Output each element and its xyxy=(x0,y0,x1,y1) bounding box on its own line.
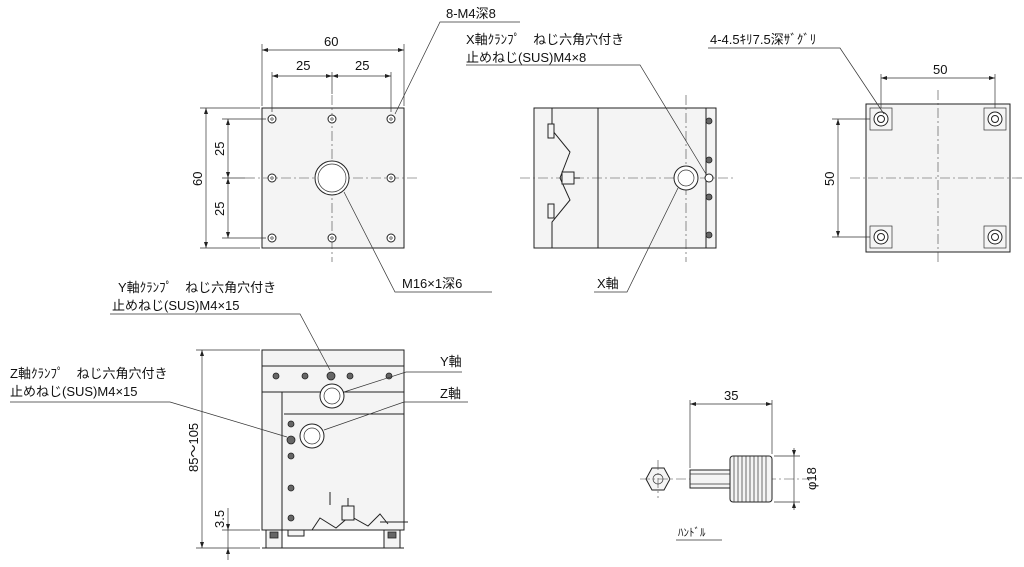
dim-left-lower: 25 xyxy=(212,202,227,216)
handle-view: 35 φ18 ﾊﾝﾄﾞﾙ xyxy=(640,388,820,541)
counterbore-holes xyxy=(869,107,1007,249)
dim-height-range: 85～105 xyxy=(186,423,201,472)
label-y-clamp-line1: Y軸ｸﾗﾝﾌﾟ ねじ六角穴付き xyxy=(118,280,276,295)
label-z-axis: Z軸 xyxy=(440,386,461,401)
label-z-clamp-line1: Z軸ｸﾗﾝﾌﾟ ねじ六角穴付き xyxy=(10,366,167,381)
label-x-clamp-line1: X軸ｸﾗﾝﾌﾟ ねじ六角穴付き xyxy=(466,32,624,47)
y-axis-screw-hole xyxy=(319,383,345,409)
label-tapped-holes: 8-M4深8 xyxy=(446,6,496,21)
x-axis-screw-hole xyxy=(673,165,699,191)
handle-knob xyxy=(729,455,773,503)
label-center-hole: M16×1深6 xyxy=(402,276,462,291)
label-x-clamp-line2: 止めねじ(SUS)M4×8 xyxy=(466,50,586,65)
label-z-clamp-line2: 止めねじ(SUS)M4×15 xyxy=(10,384,138,399)
label-y-axis: Y軸 xyxy=(440,354,462,369)
side-view: X軸ｸﾗﾝﾌﾟ ねじ六角穴付き 止めねじ(SUS)M4×8 X軸 xyxy=(466,32,735,293)
bottom-view: 50 50 4-4.5ｷﾘ7.5深ｻﾞｸﾞﾘ xyxy=(708,32,1022,262)
dim-right-height: 50 xyxy=(822,172,837,186)
label-counterbore: 4-4.5ｷﾘ7.5深ｻﾞｸﾞﾘ xyxy=(710,32,816,47)
dim-handle-diameter: φ18 xyxy=(804,467,819,490)
front-view: 85～105 3.5 Y軸ｸﾗﾝﾌﾟ ねじ六角穴付き 止めねじ(SUS)M4×1… xyxy=(10,280,468,560)
label-handle: ﾊﾝﾄﾞﾙ xyxy=(678,526,706,539)
tapped-holes xyxy=(267,114,396,243)
handle-shaft xyxy=(689,469,731,489)
center-threaded-hole xyxy=(314,160,350,196)
z-axis-screw-hole xyxy=(299,423,325,449)
label-y-clamp-line2: 止めねじ(SUS)M4×15 xyxy=(112,298,240,313)
dim-left-height: 60 xyxy=(190,172,205,186)
dim-left-upper: 25 xyxy=(212,142,227,156)
dim-right-width: 50 xyxy=(933,62,947,77)
dim-top-width: 60 xyxy=(324,34,338,49)
top-view: 60 25 25 60 25 25 8-M4深8 M1 xyxy=(190,6,520,293)
dim-top-half-left: 25 xyxy=(296,58,310,73)
label-x-axis: X軸 xyxy=(597,276,619,291)
dim-small: 3.5 xyxy=(212,510,227,528)
dim-handle-length: 35 xyxy=(724,388,738,403)
dim-top-half-right: 25 xyxy=(355,58,369,73)
